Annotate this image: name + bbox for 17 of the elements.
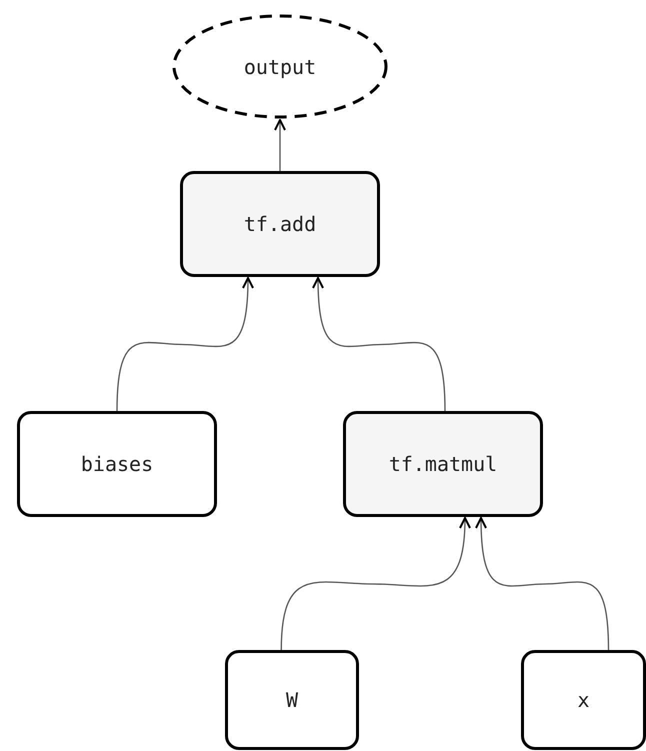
variable-box bbox=[17, 411, 217, 517]
node-label: biases bbox=[80, 451, 154, 478]
node-label: x bbox=[577, 687, 590, 714]
node-label: tf.add bbox=[244, 211, 316, 238]
node-label: tf.matmul bbox=[388, 451, 498, 478]
arrow bbox=[274, 119, 286, 171]
operation-box bbox=[180, 171, 380, 277]
arrow bbox=[280, 517, 471, 650]
arrow bbox=[312, 277, 446, 412]
output-ellipse bbox=[172, 14, 388, 119]
node-label: W bbox=[286, 687, 298, 714]
operation-box bbox=[343, 411, 543, 517]
variable-box bbox=[225, 650, 359, 750]
arrow bbox=[475, 517, 610, 650]
variable-box bbox=[521, 650, 646, 750]
arrow bbox=[116, 277, 254, 412]
node-label: output bbox=[244, 54, 316, 80]
